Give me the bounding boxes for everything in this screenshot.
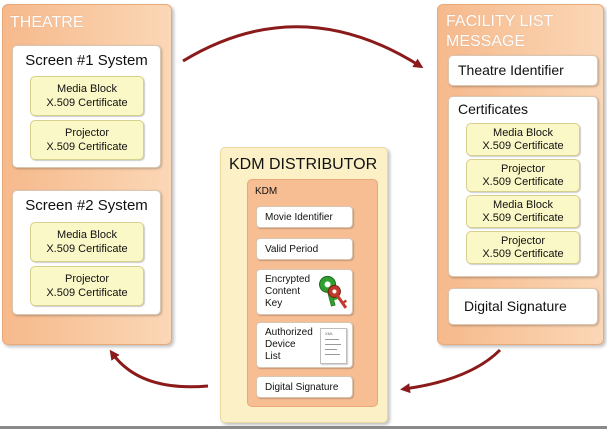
facility-media-block-certificate-2: Media Block X.509 Certificate (466, 195, 580, 228)
certificates-box: Certificates Media Block X.509 Certifica… (448, 96, 598, 277)
kdm-distributor-panel: KDM DISTRIBUTOR KDM Movie Identifier Val… (220, 147, 388, 423)
kdm-document: KDM Movie Identifier Valid Period Encryp… (247, 179, 378, 407)
arrow-kdm-distributor-to-theatre (109, 349, 209, 389)
cert-line2: X.509 Certificate (482, 139, 564, 152)
facility-list-title-line1: FACILITY LIST (446, 13, 554, 30)
encrypted-content-key-field: Encrypted Content Key (256, 269, 353, 315)
theatre-identifier-box: Theatre Identifier (448, 55, 598, 86)
encrypted-content-key-label: Encrypted Content Key (265, 274, 310, 310)
facility-digital-signature-label: Digital Signature (464, 298, 567, 314)
label-line: Authorized (265, 327, 313, 338)
kdm-label: KDM (255, 186, 278, 197)
authorized-device-list-label: Authorized Device List (265, 327, 313, 363)
screen-1-system-box: Screen #1 System Media Block X.509 Certi… (12, 45, 161, 168)
certificates-title: Certificates (458, 101, 529, 117)
label-line: Content (265, 286, 301, 297)
cert-line1: Media Block (57, 229, 117, 241)
facility-digital-signature-box: Digital Signature (448, 288, 598, 325)
facility-list-title: FACILITY LIST MESSAGE (446, 12, 553, 52)
cert-line2: X.509 Certificate (46, 141, 128, 153)
label-line: Key (265, 298, 283, 309)
cert-line2: X.509 Certificate (46, 243, 128, 255)
kdm-distributor-title: KDM DISTRIBUTOR (229, 156, 378, 173)
label-line: Encrypted (265, 274, 311, 285)
bottom-divider (0, 426, 607, 429)
movie-identifier-label: Movie Identifier (265, 212, 333, 223)
cert-line2: X.509 Certificate (46, 97, 128, 109)
screen-1-projector-certificate: Projector X.509 Certificate (30, 120, 144, 160)
cert-line1: Projector (64, 127, 110, 139)
valid-period-label: Valid Period (265, 244, 319, 255)
facility-media-block-certificate-1: Media Block X.509 Certificate (466, 123, 580, 156)
facility-list-title-line2: MESSAGE (446, 33, 526, 50)
cert-line2: X.509 Certificate (482, 175, 564, 188)
theatre-title: THEATRE (10, 14, 84, 31)
screen-2-projector-certificate: Projector X.509 Certificate (30, 266, 144, 306)
kdm-digital-signature-label: Digital Signature (265, 382, 339, 393)
cert-line1: Projector (64, 273, 110, 285)
facility-projector-certificate-1: Projector X.509 Certificate (466, 159, 580, 192)
cert-line1: Media Block (493, 126, 553, 139)
screen-2-media-block-certificate: Media Block X.509 Certificate (30, 222, 144, 262)
kdm-digital-signature-field: Digital Signature (256, 376, 353, 398)
key-icon (319, 275, 348, 309)
facility-list-message-panel: FACILITY LIST MESSAGE Theatre Identifier… (437, 4, 604, 345)
authorized-device-list-field: Authorized Device List XML (256, 322, 353, 368)
cert-line2: X.509 Certificate (482, 247, 564, 260)
document-icon: XML (320, 328, 347, 364)
movie-identifier-field: Movie Identifier (256, 206, 353, 228)
theatre-identifier-label: Theatre Identifier (458, 62, 564, 78)
cert-line2: X.509 Certificate (482, 211, 564, 224)
facility-projector-certificate-2: Projector X.509 Certificate (466, 231, 580, 264)
cert-line1: Media Block (57, 83, 117, 95)
screen-2-system-box: Screen #2 System Media Block X.509 Certi… (12, 190, 161, 315)
document-icon-text: XML (325, 331, 334, 336)
cert-line2: X.509 Certificate (46, 287, 128, 299)
label-line: Device (265, 339, 296, 350)
screen-1-system-title: Screen #1 System (25, 52, 148, 69)
theatre-panel: THEATRE Screen #1 System Media Block X.5… (2, 4, 172, 345)
label-line: List (265, 351, 281, 362)
cert-line1: Media Block (493, 198, 553, 211)
arrow-theatre-to-facility-list (182, 25, 424, 69)
cert-line1: Projector (500, 162, 546, 175)
screen-1-media-block-certificate: Media Block X.509 Certificate (30, 76, 144, 116)
cert-line1: Projector (500, 234, 546, 247)
valid-period-field: Valid Period (256, 238, 353, 260)
arrow-facility-list-to-kdm-distributor (400, 348, 502, 394)
screen-2-system-title: Screen #2 System (25, 197, 148, 214)
